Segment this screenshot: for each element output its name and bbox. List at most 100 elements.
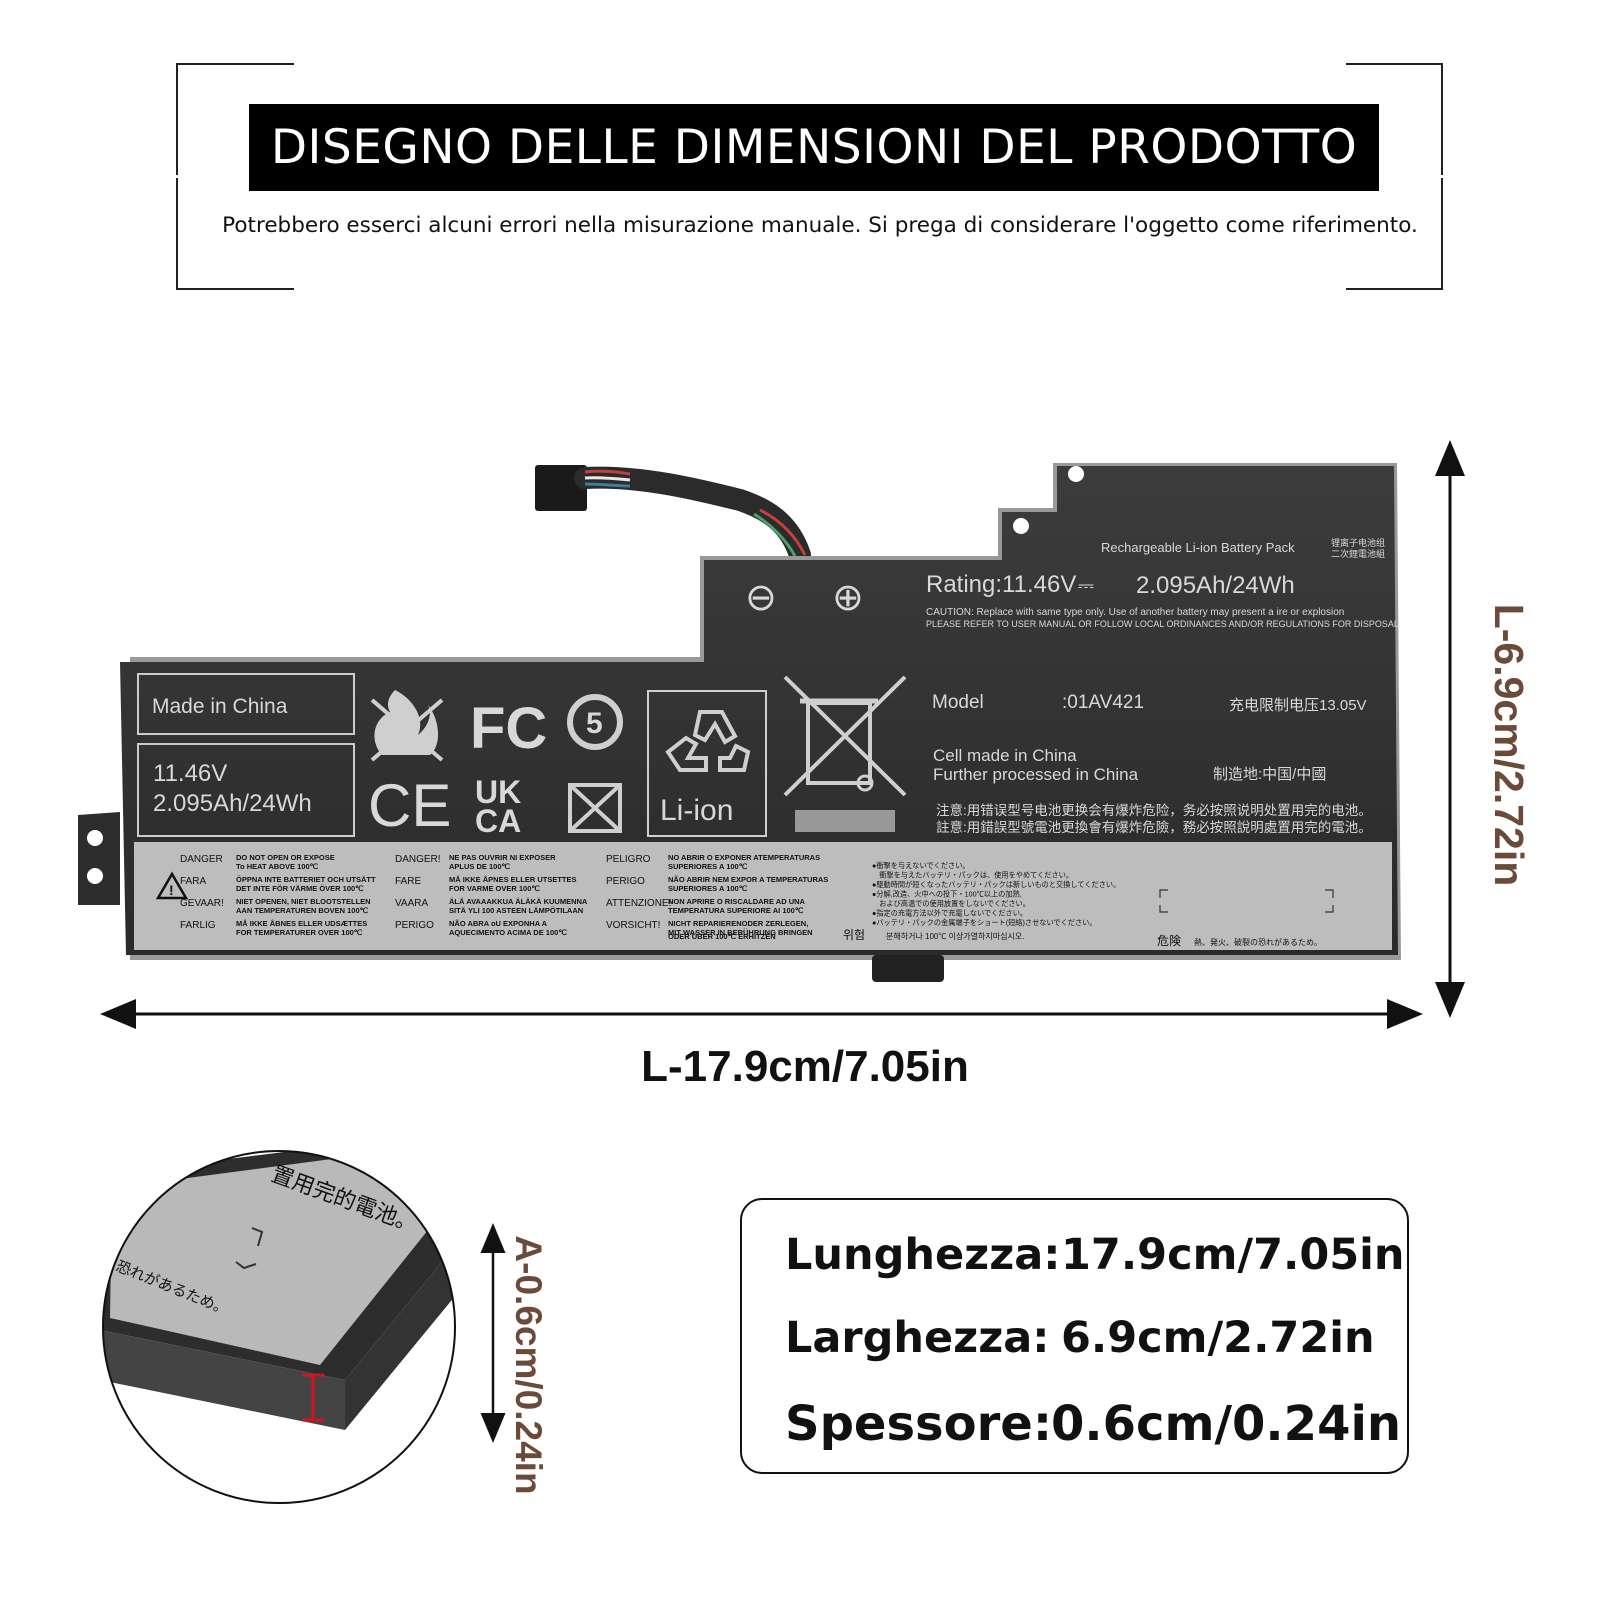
warning-extra-line: ODER ÜBER 100℃ ERHITZEN (668, 932, 776, 941)
pack-type-cn-2: 二次鋰電池組 (1331, 548, 1385, 559)
japanese-warning-line: ●指定の充電方法以外で充電しないでください。 (872, 909, 1027, 918)
fcc-mark-icon: FC (470, 696, 547, 761)
japanese-warning-line: ●駆動時間が短くなったバッテリ・パックは新しいものと交換してください。 (872, 880, 1120, 889)
warning-japanese-list: ●衝撃を与えないでください。 衝撃を与えたバッテリ・パックは、使用をやめてくださ… (872, 861, 1120, 927)
warning-value: FOR TEMPERATURER OVER 100℃ (236, 928, 363, 937)
dc-symbol-icon: ⎓ (1078, 575, 1094, 597)
warning-value: To HEAT ABOVE 100℃ (236, 862, 319, 871)
connector-plug (535, 465, 587, 511)
warning-value: DO NOT OPEN OR EXPOSE (236, 853, 335, 862)
warning-value: DET INTE FÖR VÄRME ÖVER 100℃ (236, 884, 364, 893)
model-value: :01AV421 (1062, 692, 1144, 713)
warning-key: PERIGO (395, 920, 434, 931)
warning-value: NÃO ABRA oU EXPONHA A (449, 919, 548, 928)
japanese-warning-line: ●バッテリ・パックの金属端子をショート(短絡)させないでください。 (872, 918, 1097, 927)
spec-width-key: Larghezza: (785, 1313, 1050, 1363)
warning-value: ÄLÄ AVAAAKKUA ÄLÄKÄ KUUMENNA (449, 897, 588, 906)
warning-value: MÅ IKKE ÅBNES ELLER UDSÆTTES (236, 919, 367, 928)
svg-text:!: ! (169, 882, 174, 898)
frame-corner-bottom-left (176, 178, 294, 290)
warning-key: PERIGO (606, 876, 645, 887)
model-label: Model (932, 692, 984, 713)
warning-key: VORSICHT! (606, 920, 660, 931)
warning-value: MIT WASSER IN BERÜHRUNG BRINGEN (668, 928, 813, 937)
plus-terminal-icon: ⊕ (832, 577, 864, 619)
warning-value: APLUS DE 100℃ (449, 862, 511, 871)
battery-connector (535, 465, 811, 566)
battery-body (120, 466, 1398, 955)
spec-length-row: Lunghezza:17.9cm/7.05in (785, 1230, 1405, 1280)
japanese-danger-text: 熱、発火、破裂の恐れがあるため。 (1194, 937, 1322, 947)
warning-triangle-icon: ! (155, 871, 189, 900)
pack-type-cn-1: 锂离子电池组 (1331, 537, 1385, 548)
specs-summary-box: Lunghezza:17.9cm/7.05in Larghezza:6.9cm/… (740, 1198, 1409, 1474)
warning-value: NO ABRIR O EXPONER ATEMPERATURAS (668, 853, 820, 862)
page-subtitle: Potrebbero esserci alcuni errori nella m… (222, 213, 1418, 238)
warning-value: FOR VARME OVER 100℃ (449, 884, 540, 893)
made-in-china-box (137, 673, 355, 735)
warning-key: ATTENZIONE! (606, 898, 671, 909)
page-title: DISEGNO DELLE DIMENSIONI DEL PRODOTTO (249, 104, 1379, 191)
charge-limit-text: 充电限制电压13.05V (1229, 697, 1367, 714)
origin-text: 制造地:中国/中國 (1213, 766, 1326, 783)
width-dimension-label: L-6.9cm/2.72in (1486, 603, 1532, 887)
rating-text: Rating:11.46V (926, 571, 1076, 598)
warning-value: SUPERIORES A 100℃ (668, 862, 748, 871)
li-ion-text: Li-ion (660, 794, 733, 827)
rating-capacity-text: 2.095Ah/24Wh (1136, 572, 1295, 599)
caution-line-1: CAUTION: Replace with same type only. Us… (926, 607, 1344, 618)
spec-width-value: 6.9cm/2.72in (1061, 1313, 1375, 1363)
ce-mark-icon: CE (368, 772, 451, 839)
weee-bin-icon (783, 675, 907, 832)
recycle-icon (665, 710, 751, 772)
thickness-dimension-label: A-0.6cm/0.24in (508, 1235, 549, 1495)
warning-cn-traditional: 註意:用錯誤型號電池更換會有爆炸危險，務必按照說明處置用完的電池。 (936, 819, 1372, 835)
spec-length-key: Lunghezza: (785, 1230, 1061, 1280)
further-processed-text: Further processed in China (933, 765, 1139, 784)
warning-value: NICHT REPARIERENODER ZERLEGEN, (668, 919, 808, 928)
warning-value: AAN TEMPERATUREN BOVEN 100℃ (236, 906, 369, 915)
spec-width-row: Larghezza:6.9cm/2.72in (785, 1313, 1375, 1363)
thickness-zoom-view: 置用完的電池。 恐れがあるため。 (102, 1150, 456, 1504)
spec-length-value: 17.9cm/7.05in (1061, 1230, 1405, 1280)
warning-strip (134, 842, 1392, 950)
warning-value: TEMPERATURA SUPERIORE AI 100℃ (668, 906, 804, 915)
japanese-warning-line: および高温での使用放置をしないでください。 (872, 899, 1030, 908)
warning-value: AQUECIMENTO ACIMA DE 100℃ (449, 928, 567, 937)
warning-key: VAARA (395, 898, 428, 909)
frame-corner-bottom-right (1346, 178, 1443, 290)
china-rohs-icon (568, 783, 622, 833)
spec-thickness-key: Spessore: (785, 1396, 1053, 1452)
ukca-mark-bottom: CA (475, 803, 521, 839)
capacity-text: 2.095Ah/24Wh (153, 790, 312, 817)
connector-cable (574, 466, 811, 566)
korean-warning-key: 위험 (843, 928, 865, 942)
length-dimension-label: L-17.9cm/7.05in (641, 1042, 969, 1091)
warning-value: NE PAS OUVRIR NI EXPOSER (449, 853, 556, 862)
left-mount-tab (78, 812, 120, 905)
warning-value: NIET OPENEN, NIET BLOOTSTELLEN (236, 897, 371, 906)
warning-value: MÅ IKKE ÅPNES ELLER UTSETTES (449, 875, 577, 884)
pack-type-text: Rechargeable Li-ion Battery Pack (1101, 540, 1295, 555)
voltage-text: 11.46V (153, 760, 227, 787)
warning-value: NON APRIRE O RISCALDARE AD UNA (668, 897, 806, 906)
warning-cn-simplified: 注意:用错误型号电池更换会有爆炸危险，务必按照说明处置用完的电池。 (936, 802, 1372, 818)
japanese-danger-key: 危険 (1157, 934, 1181, 948)
ukca-mark-top: UK (475, 774, 521, 810)
japanese-warning-line: ●分解,改造、火中への投下・100℃以上の加熱, (872, 890, 1022, 899)
made-in-china-text: Made in China (152, 695, 288, 718)
korean-warning-text: 분해하거나 100℃ 이상가열하지마십시오. (886, 931, 1024, 941)
warning-key: FARE (395, 876, 421, 887)
warning-key: GEVAAR! (180, 898, 224, 909)
warning-key: FARLIG (180, 920, 216, 931)
warning-key: DANGER! (395, 854, 441, 865)
flammable-icon (370, 690, 444, 762)
japanese-warning-line: 衝撃を与えたバッテリ・パックは、使用をやめてください。 (872, 871, 1073, 880)
frame-corner-top-left (176, 63, 294, 175)
warning-value: SITÄ YLI 100 ASTEEN LÄMPÖTILAAN (449, 906, 583, 915)
bottom-tab (872, 955, 944, 982)
warning-key: DANGER (180, 854, 223, 865)
corner-marks (1159, 889, 1334, 913)
li-ion-box (647, 690, 767, 837)
